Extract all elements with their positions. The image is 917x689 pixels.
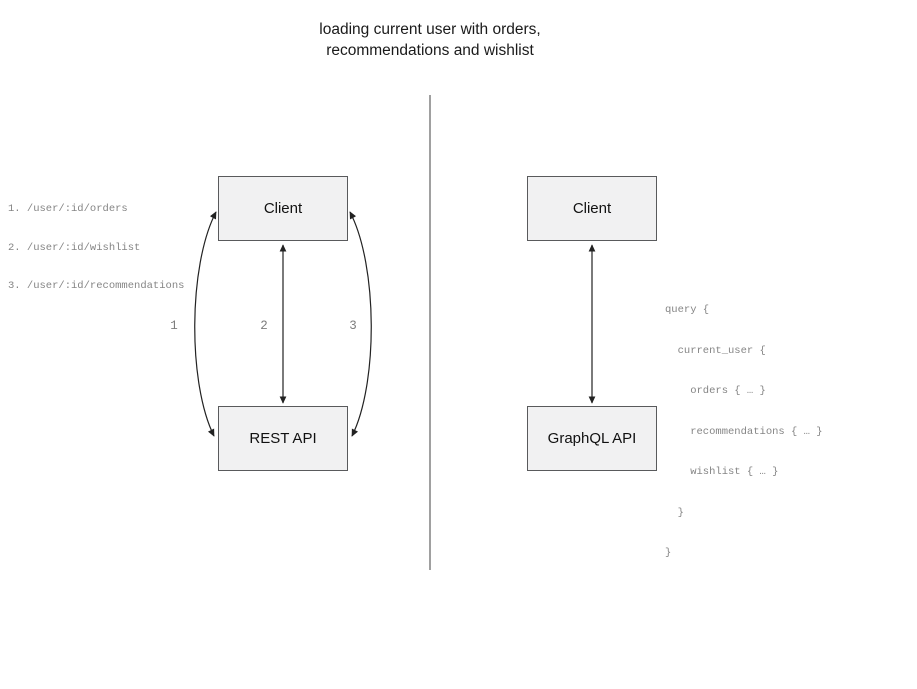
rest-endpoint-list: 1. /user/:id/orders 2. /user/:id/wishlis… [8, 178, 184, 318]
title-line-1: loading current user with orders, [319, 21, 541, 38]
diagram-title: loading current user with orders, recomm… [0, 19, 860, 61]
endpoint-orders: 1. /user/:id/orders [8, 203, 128, 216]
arrow-label-1: 1 [170, 319, 178, 333]
query-line: } [665, 506, 684, 519]
rest-arrow-3-curve [349, 211, 372, 437]
query-line: } [665, 547, 672, 559]
rest-client-box: Client [218, 176, 348, 241]
rest-arrow-1-curve [194, 211, 217, 437]
arrow-label-3: 3 [349, 319, 357, 333]
query-line: orders { … } [665, 385, 766, 397]
rest-api-box: REST API [218, 406, 348, 471]
endpoint-wishlist: 2. /user/:id/wishlist [8, 241, 141, 254]
query-line: recommendations { … } [665, 425, 823, 438]
title-line-2: recommendations and wishlist [326, 42, 534, 59]
graphql-client-box: Client [527, 176, 657, 241]
query-line: wishlist { … } [665, 466, 779, 478]
arrow-label-2: 2 [260, 319, 268, 333]
graphql-query-code: query { current_user { orders { … } reco… [665, 277, 823, 588]
endpoint-recommendations: 3. /user/:id/recommendations [8, 279, 185, 292]
graphql-api-box: GraphQL API [527, 406, 657, 471]
query-line: current_user { [665, 344, 766, 357]
query-line: query { [665, 304, 710, 316]
